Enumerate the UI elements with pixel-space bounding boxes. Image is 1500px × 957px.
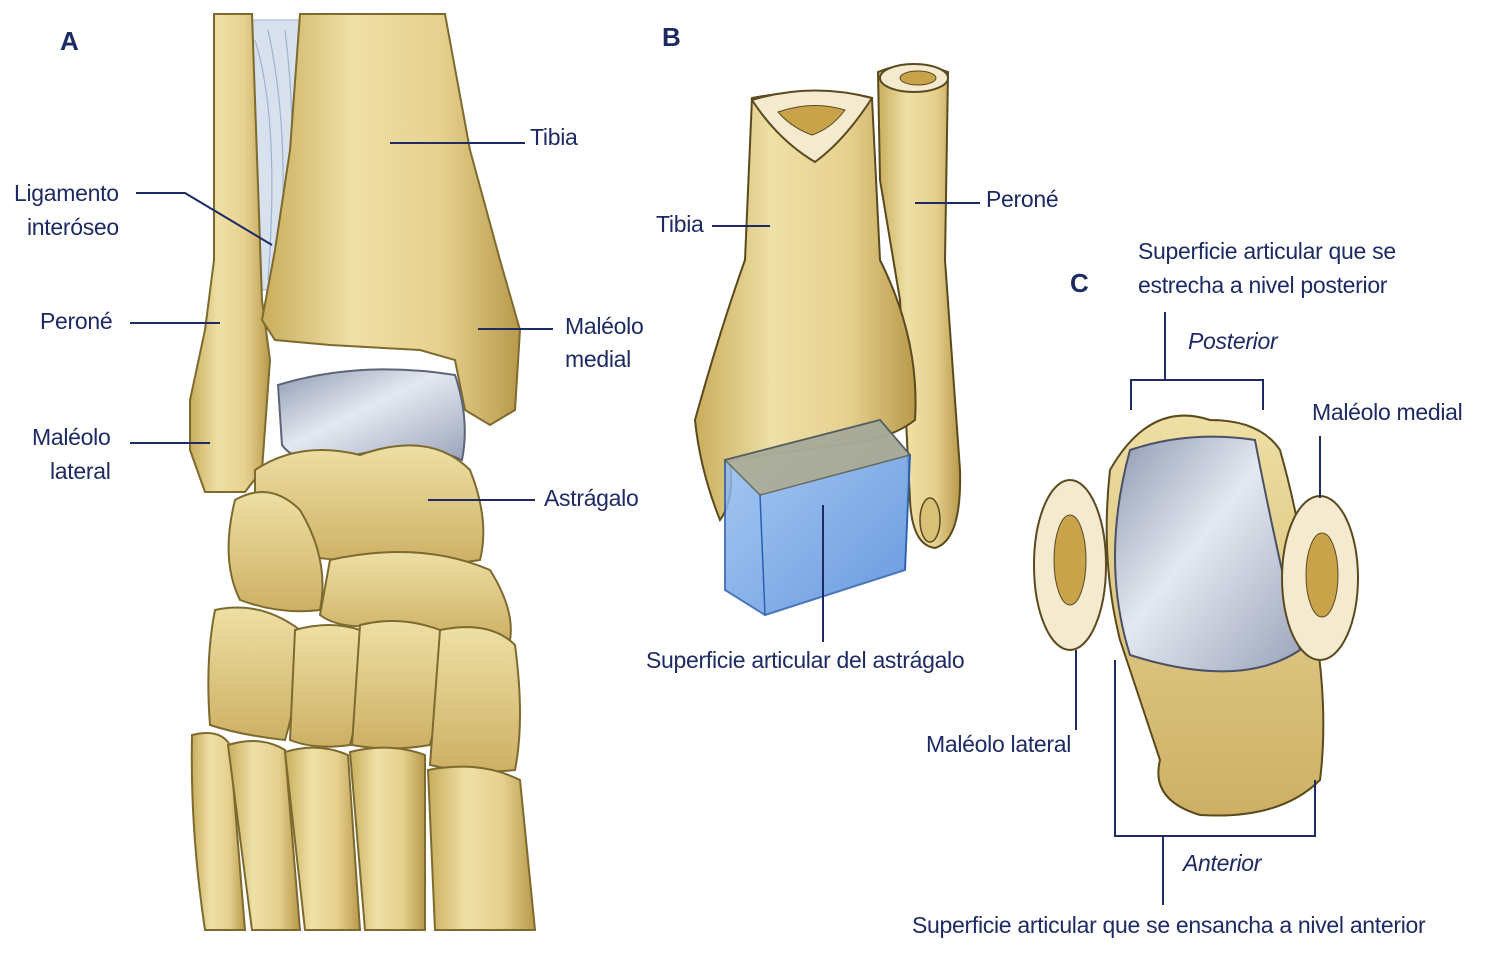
metatarsal-1	[426, 765, 537, 931]
metatarsal-2	[348, 746, 426, 931]
label-a-fibula: Peroné	[40, 308, 113, 334]
label-a-talus: Astrágalo	[544, 485, 639, 511]
metatarsal-3	[283, 746, 362, 931]
label-a-lateral-malleolus-1: Maléolo	[32, 424, 111, 450]
cuneiform-intermediate	[350, 620, 443, 750]
label-c-medial-malleolus: Maléolo medial	[1312, 399, 1463, 425]
label-a-tibia: Tibia	[530, 124, 578, 150]
talus-articular-cartilage	[276, 368, 466, 462]
tibia-shaft	[260, 13, 522, 427]
cuneiform-lateral	[288, 624, 363, 748]
panel-b-illustration	[693, 63, 980, 642]
label-c-anterior-note: Superficie articular que se ensancha a n…	[912, 912, 1426, 938]
panel-label-a: A	[60, 26, 79, 56]
label-b-fibula: Peroné	[986, 186, 1059, 212]
metatarsal-5	[190, 732, 247, 931]
label-b-talus-surface: Superficie articular del astrágalo	[646, 647, 965, 673]
cuboid-bone	[207, 606, 302, 742]
label-a-ligament-1: Ligamento	[14, 180, 119, 206]
label-a-medial-malleolus-2: medial	[565, 346, 631, 372]
label-b-tibia: Tibia	[656, 211, 704, 237]
label-a-lateral-malleolus-2: lateral	[50, 458, 111, 484]
talus-trochlea-cartilage	[1114, 435, 1302, 673]
cuneiform-medial	[428, 626, 521, 773]
panel-label-c: C	[1070, 268, 1089, 298]
panel-c-illustration	[1033, 312, 1359, 905]
metatarsal-4	[226, 740, 302, 931]
panel-label-b: B	[662, 22, 681, 52]
label-c-posterior-note-1: Superficie articular que se	[1138, 238, 1396, 264]
calcaneus-bone	[227, 491, 324, 613]
label-a-ligament-2: interóseo	[27, 214, 119, 240]
label-c-posterior: Posterior	[1188, 328, 1278, 354]
label-c-anterior: Anterior	[1183, 850, 1262, 876]
label-a-medial-malleolus-1: Maléolo	[565, 313, 644, 339]
fibula-shaft	[189, 13, 272, 493]
label-c-posterior-note-2: estrecha a nivel posterior	[1138, 272, 1388, 298]
label-c-lateral-malleolus: Maléolo lateral	[926, 731, 1072, 757]
panel-a-illustration	[130, 13, 553, 931]
